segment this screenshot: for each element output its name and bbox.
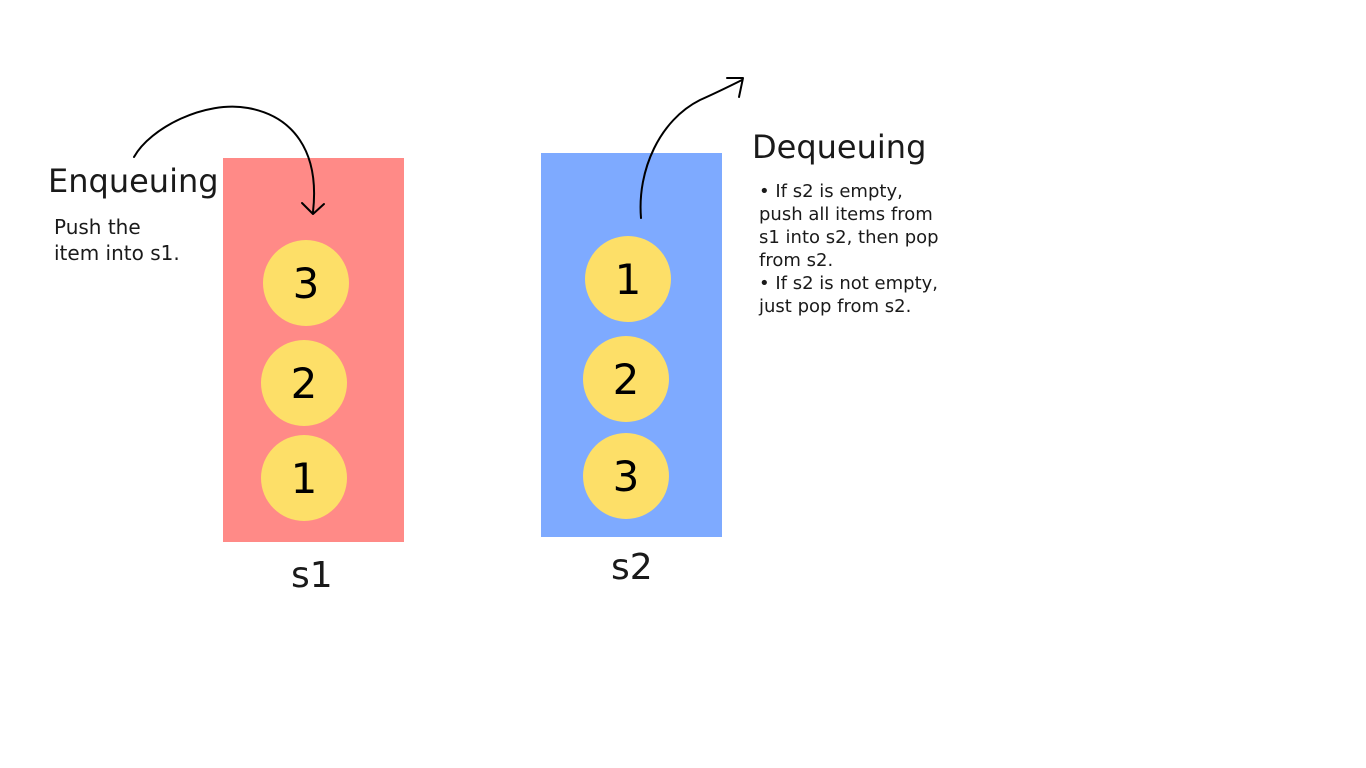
s2-item: 3 [583, 433, 669, 519]
enqueuing-heading: Enqueuing [48, 162, 219, 200]
enqueuing-description: Push the item into s1. [54, 214, 180, 266]
dequeue-bullet-1-line: push all items from [759, 204, 933, 225]
s2-item: 2 [583, 336, 669, 422]
enqueuing-desc-line-1: Push the [54, 215, 141, 239]
dequeue-bullet-1-line: s1 into s2, then pop [759, 227, 939, 248]
stack-s2: 1 2 3 [541, 153, 722, 537]
dequeue-bullet-1: • If s2 is empty, push all items from s1… [759, 180, 939, 272]
enqueue-arrow [133, 105, 325, 215]
dequeuing-heading: Dequeuing [752, 128, 927, 166]
dequeue-bullet-2: • If s2 is not empty, just pop from s2. [759, 272, 939, 318]
s2-item: 1 [585, 236, 671, 322]
stack-s1: 3 2 1 [223, 158, 404, 542]
dequeue-bullet-1-line: from s2. [759, 250, 834, 271]
dequeuing-bullets: • If s2 is empty, push all items from s1… [759, 180, 939, 318]
enqueuing-desc-line-2: item into s1. [54, 241, 180, 265]
s1-item: 3 [263, 240, 349, 326]
dequeue-bullet-1-line: • If s2 is empty, [759, 181, 903, 202]
stack-s1-label: s1 [291, 555, 333, 596]
s1-item: 1 [261, 435, 347, 521]
dequeue-bullet-2-line: just pop from s2. [759, 296, 912, 317]
stack-s2-label: s2 [611, 547, 653, 588]
dequeue-bullet-2-line: • If s2 is not empty, [759, 273, 939, 294]
s1-item: 2 [261, 340, 347, 426]
dequeue-arrow [639, 77, 744, 219]
